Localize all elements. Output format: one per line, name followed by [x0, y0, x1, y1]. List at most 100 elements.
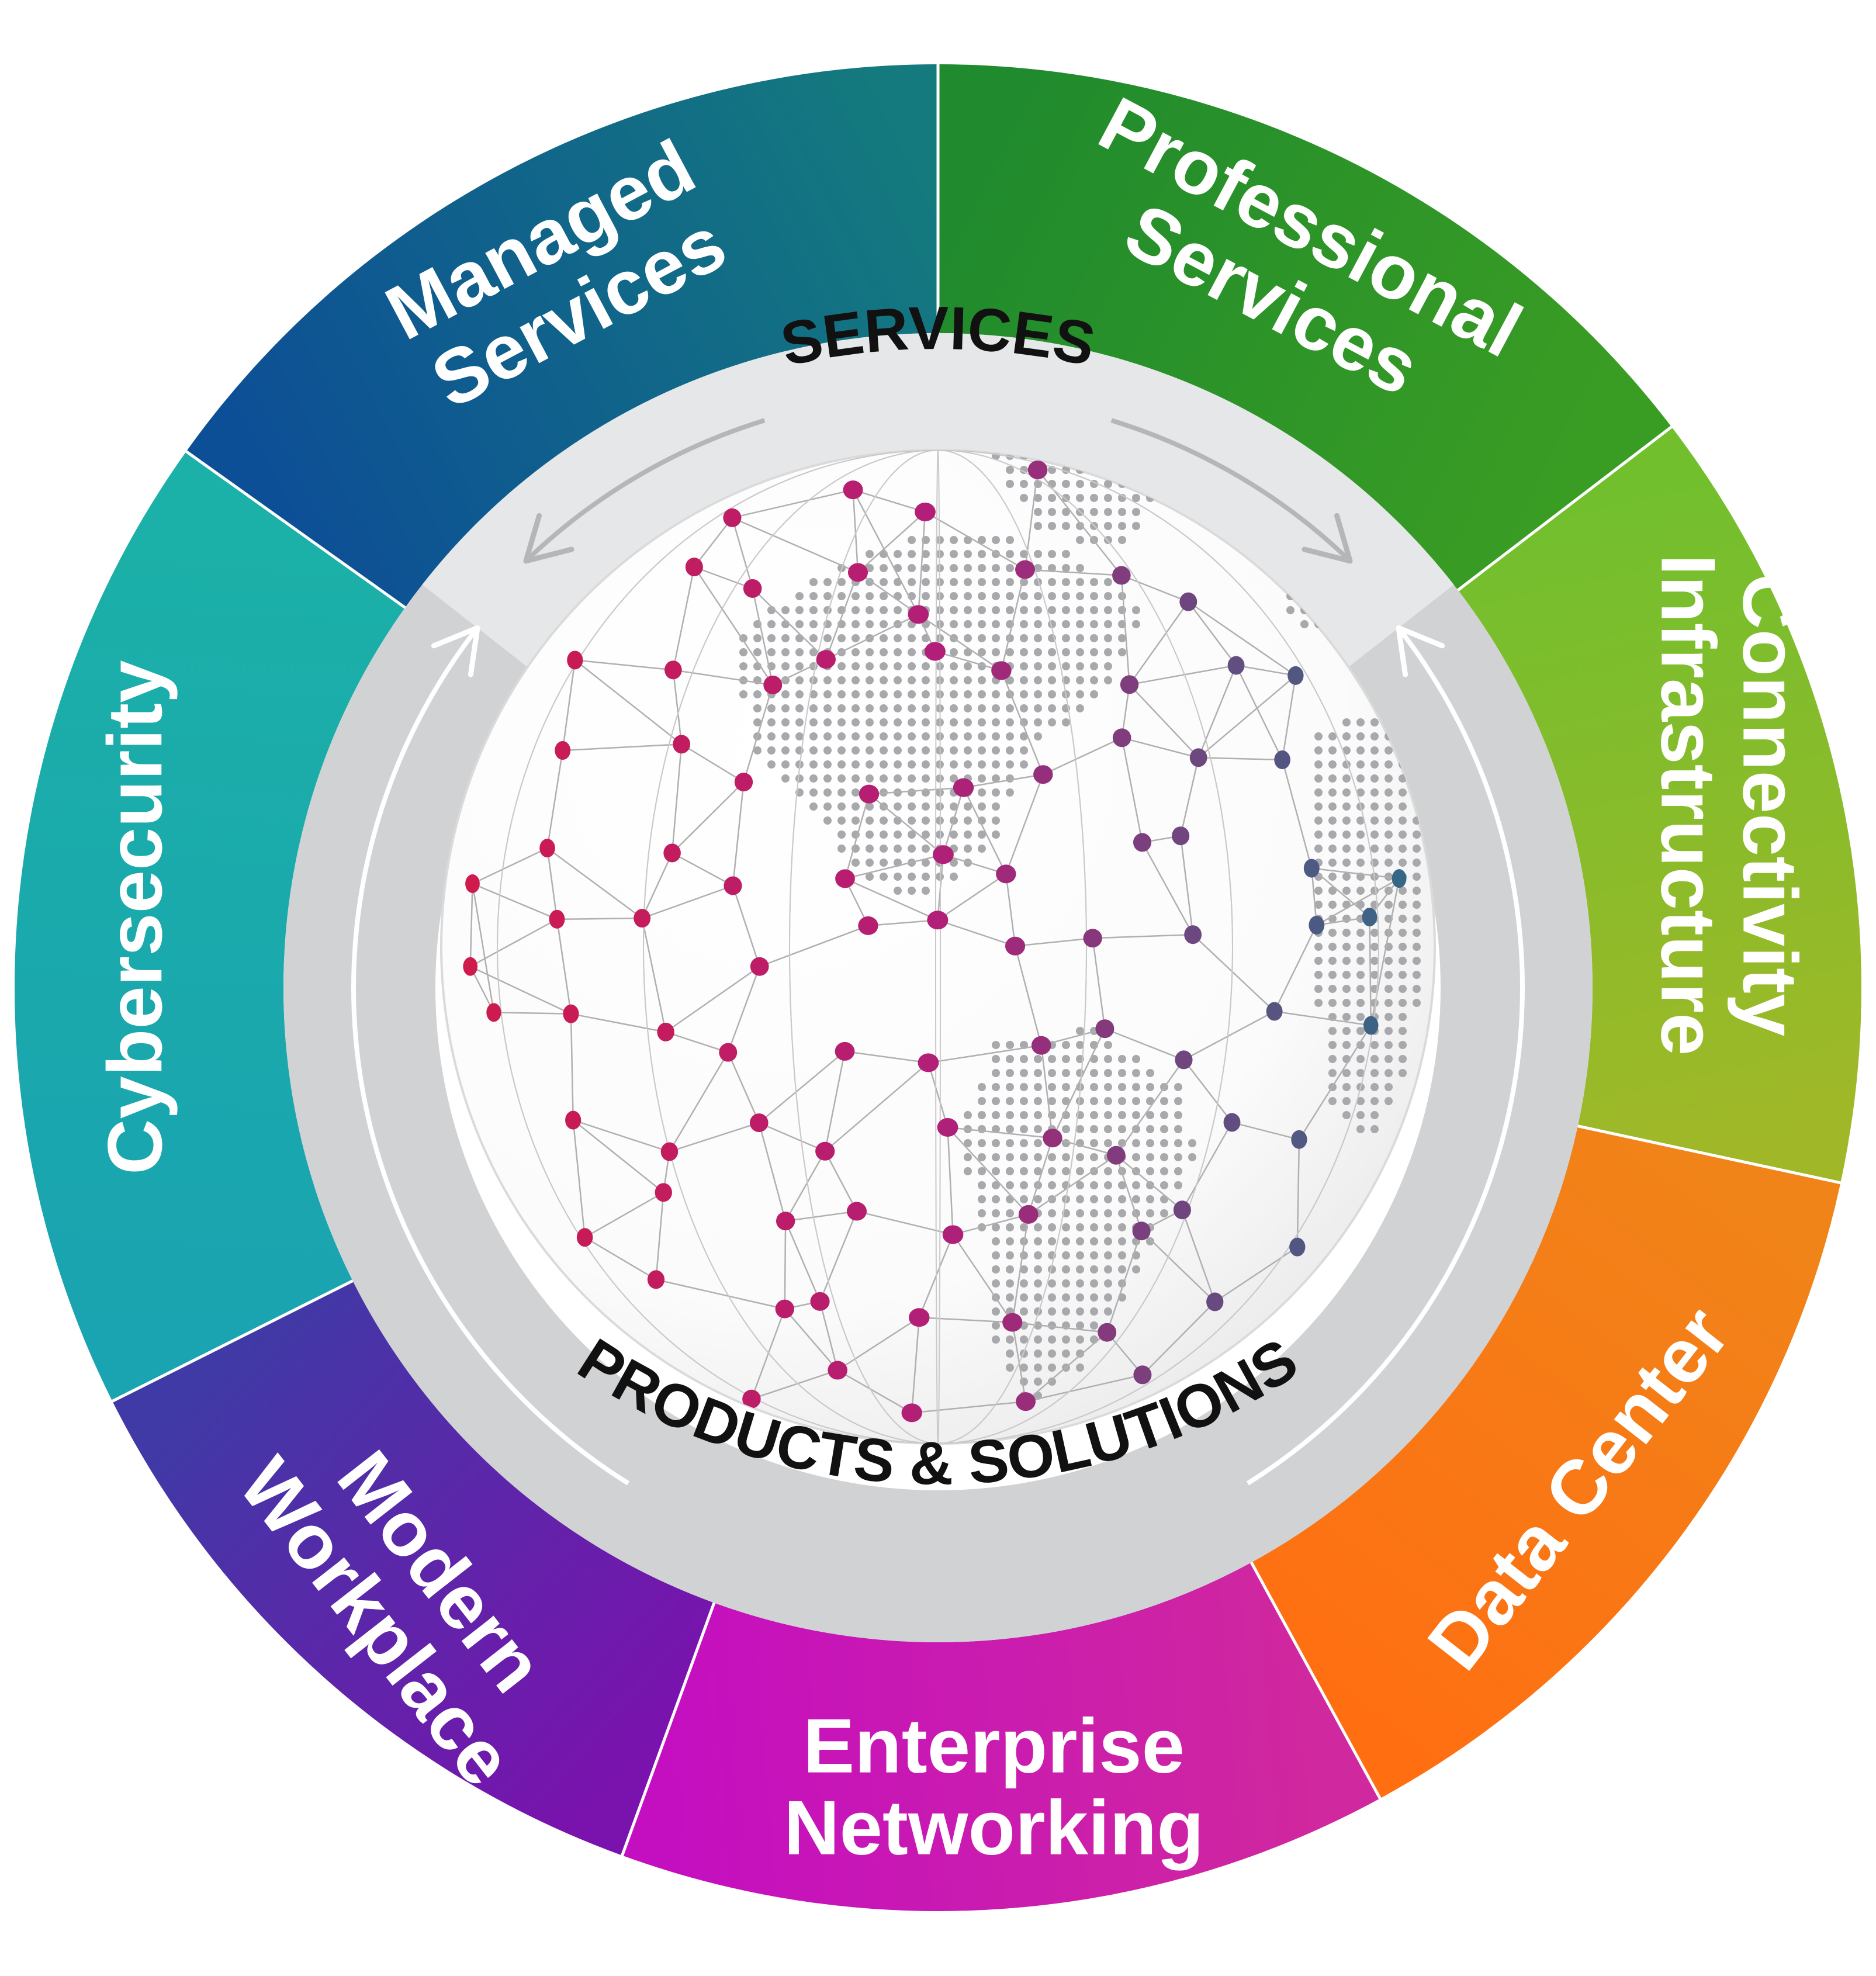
network-globe-icon	[440, 449, 1436, 1445]
network-node	[1172, 826, 1190, 846]
network-node	[953, 778, 974, 797]
network-node	[1120, 675, 1139, 694]
network-node	[463, 957, 478, 976]
network-node	[937, 1117, 958, 1137]
network-node	[663, 843, 681, 863]
meridian-arc	[497, 450, 1379, 1444]
network-node	[1289, 1237, 1306, 1257]
network-node	[634, 909, 651, 928]
network-node	[1133, 833, 1152, 852]
network-node	[655, 1183, 672, 1202]
network-node	[1112, 728, 1131, 748]
network-node	[908, 605, 929, 624]
network-node	[991, 661, 1012, 680]
meridian-arc	[935, 450, 941, 1444]
network-node	[1031, 1036, 1051, 1055]
network-node	[1223, 1113, 1241, 1132]
network-node	[1175, 1050, 1193, 1070]
cybersecurity-label: Cybersecurity	[92, 660, 178, 1175]
network-node	[1179, 592, 1197, 611]
products-right-arrowhead	[1396, 625, 1445, 677]
connectivity-infrastructure-segment	[1251, 1126, 1841, 1799]
outer-segments	[14, 64, 1861, 1911]
network-node	[734, 773, 753, 792]
network-node	[775, 1299, 794, 1319]
enterprise-networking-segment	[112, 1281, 714, 1856]
network-node	[486, 1003, 501, 1022]
network-node	[647, 1270, 665, 1289]
network-node	[846, 1202, 867, 1221]
network-node	[1016, 1392, 1036, 1411]
network-node	[1274, 750, 1290, 770]
products-left-arrow	[351, 626, 630, 1486]
network-node	[749, 1113, 769, 1133]
network-node	[918, 1053, 939, 1072]
network-node	[843, 480, 863, 500]
network-node	[743, 579, 762, 598]
products-left-arrowhead	[431, 625, 480, 677]
network-node	[1227, 656, 1245, 675]
network-node	[847, 563, 868, 582]
network-node	[742, 1389, 761, 1409]
network-node	[810, 1292, 830, 1311]
network-node	[858, 916, 878, 935]
services-ring-wedge	[422, 333, 1454, 679]
network-node	[1112, 566, 1131, 585]
network-node	[924, 642, 946, 661]
services-left-arrowhead	[523, 513, 574, 564]
network-node	[828, 1361, 847, 1380]
network-node	[1309, 915, 1325, 935]
network-node	[673, 735, 691, 754]
managed-services-segment	[938, 64, 1672, 590]
network-node	[859, 784, 880, 804]
modern-workplace-segment	[14, 451, 406, 1401]
network-node	[576, 1228, 593, 1247]
meridian-arc	[789, 450, 1087, 1444]
network-node	[1095, 1019, 1114, 1039]
network-node	[996, 864, 1016, 884]
network-node	[763, 675, 783, 694]
network-node	[1206, 1292, 1224, 1311]
network-node	[724, 876, 742, 895]
cybersecurity-segment	[186, 64, 938, 608]
network-node	[563, 1004, 579, 1023]
network-node	[1107, 1146, 1126, 1165]
network-node	[1098, 1323, 1117, 1342]
network-node	[723, 508, 742, 527]
network-node	[1392, 869, 1407, 888]
network-node	[1287, 666, 1304, 685]
network-node	[685, 558, 703, 577]
network-node	[1043, 1129, 1062, 1148]
network-node	[1173, 1200, 1191, 1220]
network-node	[901, 1403, 922, 1423]
services-left-arrow	[524, 418, 766, 563]
network-node	[1184, 925, 1202, 944]
network-node	[465, 874, 480, 894]
network-node	[1303, 859, 1320, 878]
network-node	[1362, 908, 1377, 927]
services-right-arrowhead	[1302, 513, 1353, 564]
network-node	[1132, 1221, 1151, 1241]
network-node	[1133, 1365, 1152, 1385]
network-node	[750, 957, 769, 976]
network-node	[555, 741, 571, 760]
network-node	[932, 845, 954, 864]
professional-services-segment	[1458, 427, 1861, 1183]
meridian-arc	[643, 450, 1233, 1444]
network-node	[565, 1110, 582, 1130]
network-node	[1015, 560, 1035, 579]
network-node	[915, 502, 936, 521]
network-node	[908, 1308, 930, 1327]
network-node	[1363, 1016, 1379, 1035]
network-node	[1291, 1130, 1307, 1149]
network-node	[1002, 1313, 1023, 1332]
network-node	[664, 660, 682, 680]
network-node	[927, 911, 949, 930]
network-node	[815, 1141, 835, 1161]
services-right-arrow	[1110, 418, 1352, 563]
network-node	[1189, 748, 1207, 767]
network-nodes	[463, 461, 1407, 1423]
